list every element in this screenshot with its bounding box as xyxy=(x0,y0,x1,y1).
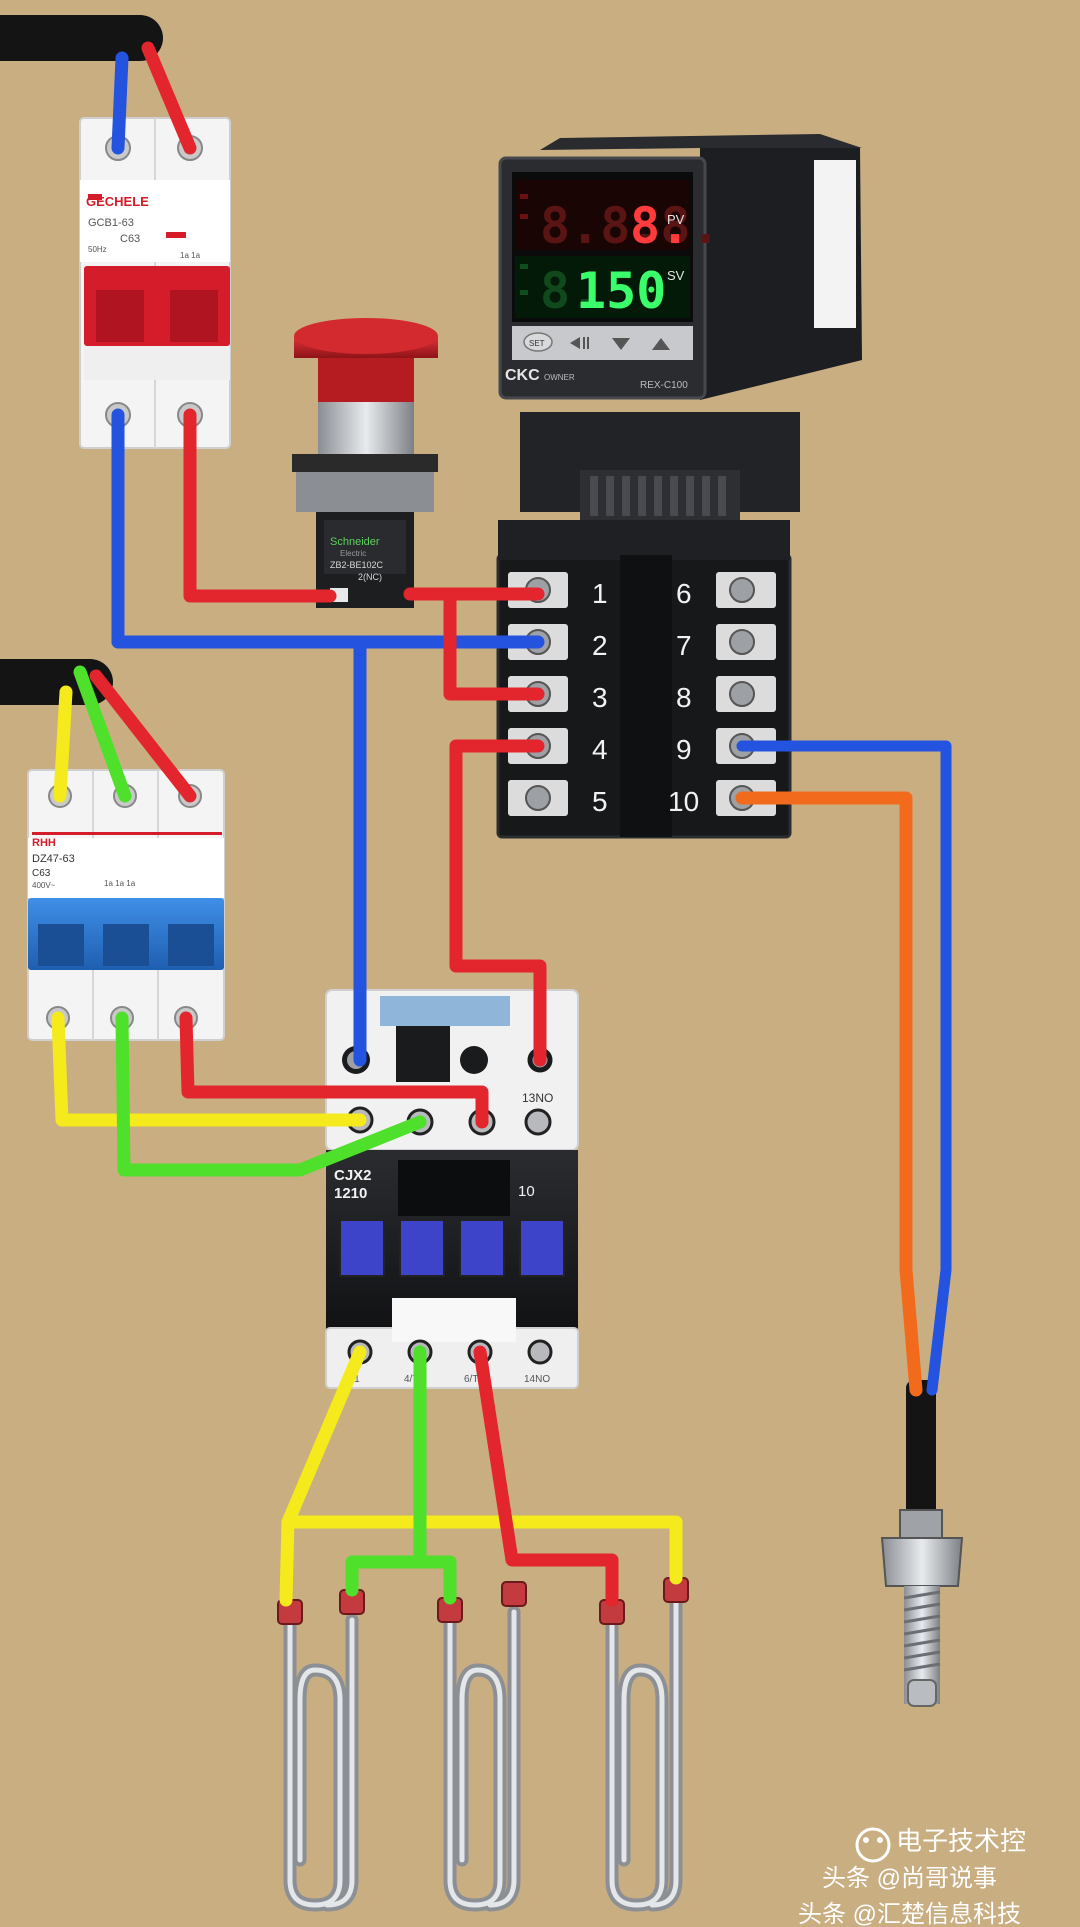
shift-key[interactable] xyxy=(570,337,589,349)
heating-element-2 xyxy=(437,1581,527,1912)
watermark-line3: 头条 @汇楚信息科技 xyxy=(798,1901,1021,1927)
up-key[interactable] xyxy=(652,338,670,350)
wire-yellow-l1 xyxy=(51,1011,367,1127)
breaker-3p-spec-right: 1a 1a 1a xyxy=(104,879,136,888)
down-key[interactable] xyxy=(612,338,630,350)
wire-blue-supply xyxy=(111,51,129,155)
contactor-model: CJX2 xyxy=(334,1167,372,1184)
wire-red-supply xyxy=(141,41,197,155)
sv-display-dim: 8. xyxy=(540,262,600,320)
breaker-3p-model: DZ47-63 xyxy=(32,853,75,865)
temperature-controller: 8.8.8. 8. PV 8. 150 SV SET CKC OWNER REX… xyxy=(496,134,862,839)
heating-element-1 xyxy=(277,1589,365,1912)
terminal-label-2: 2 xyxy=(592,630,608,661)
estop-brand: Schneider xyxy=(330,536,380,548)
pv-display-lit: 8. xyxy=(630,197,690,255)
breaker-2p-brand: GECHELE xyxy=(86,194,149,209)
terminal-label-9: 9 xyxy=(676,734,692,765)
watermark-line1: 电子技术控 xyxy=(896,1826,1026,1856)
wire-blue-neutral xyxy=(111,408,545,649)
wire-green-l2 xyxy=(115,1011,427,1177)
set-key-label: SET xyxy=(529,339,545,348)
wire-red-l3 xyxy=(179,1011,489,1129)
terminal-label-5: 5 xyxy=(592,786,608,817)
heating-element-3 xyxy=(599,1577,689,1912)
breaker-2p-rating: C63 xyxy=(120,233,140,245)
breaker-2p-spec-right: 1a 1a xyxy=(180,251,201,260)
wire-green-bus xyxy=(345,1555,457,1605)
wire-green-supply xyxy=(73,665,132,803)
breaker-3p-spec-left: 400V~ xyxy=(32,881,56,890)
emergency-stop-button: Schneider Electric ZB2-BE102C 2(NC) xyxy=(292,318,438,608)
terminal-label-10: 10 xyxy=(668,786,699,817)
wire-blue-probe xyxy=(736,740,952,1396)
controller-brand: CKC xyxy=(505,367,540,384)
wechat-icon xyxy=(855,1827,891,1863)
breaker-3p-rating: C63 xyxy=(32,868,51,879)
estop-brand-sub: Electric xyxy=(340,549,366,558)
contactor-contact-label: 10 xyxy=(518,1183,535,1200)
sv-display-lit: 150 xyxy=(576,262,666,320)
terminal-label-3: 3 xyxy=(592,682,608,713)
contactor-bottom-label-4: 14NO xyxy=(524,1374,550,1385)
contactor-no-label: 13NO xyxy=(522,1091,553,1105)
contactor-13no-terminal xyxy=(524,1108,552,1136)
set-key[interactable] xyxy=(523,332,553,352)
pv-label: PV xyxy=(667,212,685,227)
estop-model: ZB2-BE102C xyxy=(330,560,384,570)
breaker-2p-model: GCB1-63 xyxy=(88,217,134,229)
terminal-label-7: 7 xyxy=(676,630,692,661)
controller-brand-sub: OWNER xyxy=(544,373,575,382)
contactor-bottom-label-3: 6/T3 xyxy=(464,1374,484,1385)
breaker-2p-spec-left: 50Hz xyxy=(88,245,107,254)
watermark: 电子技术控 头条 @尚哥说事 头条 @汇楚信息科技 xyxy=(798,1826,1026,1927)
contactor-14no-terminal xyxy=(527,1339,553,1365)
terminal-label-1: 1 xyxy=(592,578,608,609)
terminal-label-4: 4 xyxy=(592,734,608,765)
wire-red-supply-3p xyxy=(89,669,197,803)
temperature-probe xyxy=(880,1380,964,1707)
wire-red-t3 xyxy=(473,1345,619,1607)
breaker-2p: GECHELE GCB1-63 C63 50Hz 1a 1a xyxy=(79,117,231,449)
wire-yellow-supply xyxy=(53,685,73,803)
breaker-3p: RHH DZ47-63 C63 400V~ 1a 1a 1a xyxy=(27,769,225,1041)
terminal-label-8: 8 xyxy=(676,682,692,713)
wire-red-live xyxy=(183,408,337,603)
breaker-3p-brand: RHH xyxy=(32,837,56,849)
wire-red-relay-out xyxy=(449,739,547,1067)
watermark-line2: 头条 @尚哥说事 xyxy=(822,1865,997,1892)
controller-model: REX-C100 xyxy=(640,380,688,391)
terminal-label-6: 6 xyxy=(676,578,692,609)
pv-display-dim: 8.8.8. xyxy=(540,197,721,255)
wire-red-bridge-1-3 xyxy=(443,587,545,701)
sv-label: SV xyxy=(667,268,685,283)
wire-orange-probe xyxy=(735,791,923,1397)
estop-contact: 2(NC) xyxy=(358,572,382,582)
contactor-model-sub: 1210 xyxy=(334,1185,367,1202)
